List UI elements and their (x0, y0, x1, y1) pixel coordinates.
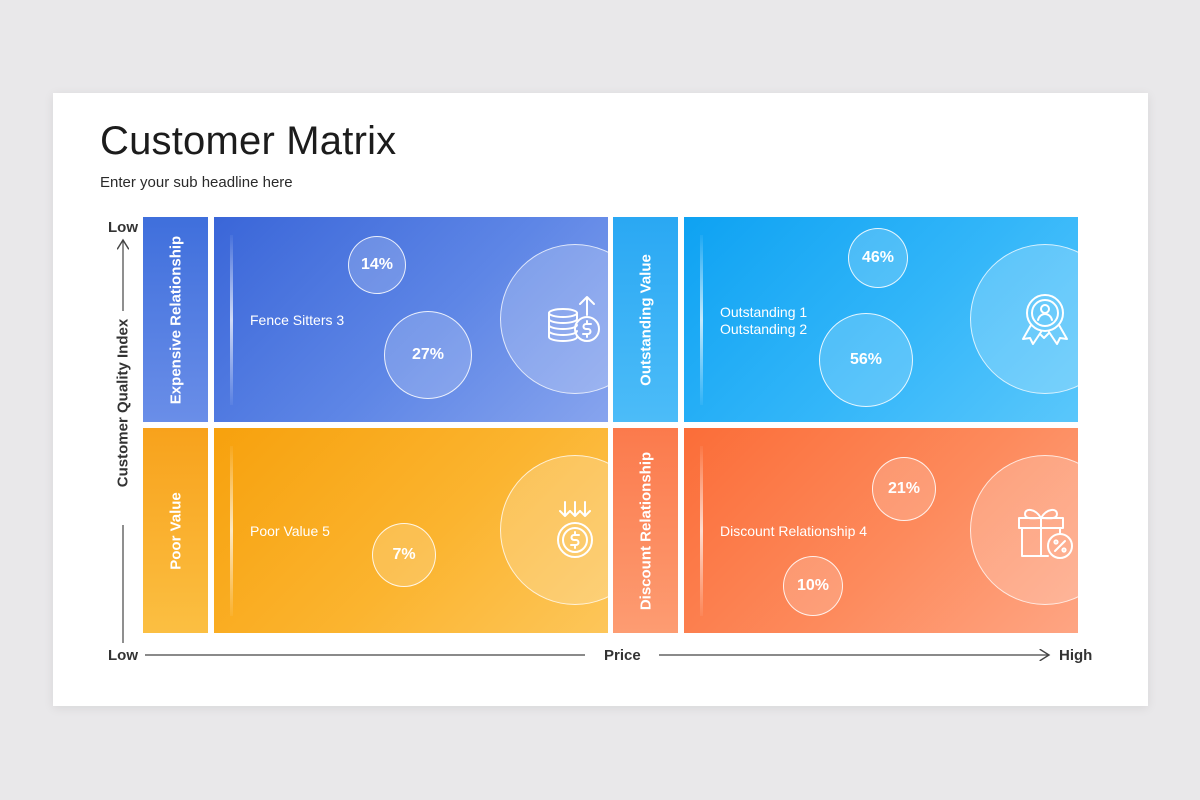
page-subtitle: Enter your sub headline here (100, 174, 293, 191)
quadrant-text: Outstanding 1 Outstanding 2 (720, 304, 807, 338)
x-axis-title: Price (604, 647, 641, 664)
accent-bar (230, 446, 233, 616)
quadrant-text: Discount Relationship 4 (720, 523, 868, 539)
percent-bubble: 21% (872, 457, 936, 521)
percent-bubble: 10% (783, 556, 843, 616)
quadrant-text: Fence Sitters 3 (250, 312, 345, 328)
quadrant-text: Poor Value 5 (250, 523, 330, 539)
accent-bar (230, 235, 233, 405)
slide: Customer Matrix Enter your sub headline … (53, 93, 1148, 706)
y-axis-low-label: Low (108, 219, 138, 236)
dollar-coin-arrows-down-icon (500, 455, 608, 605)
quadrant-top-left: Fence Sitters 3 14% 27% (214, 217, 608, 422)
side-label-outstanding-value: Outstanding Value (613, 217, 678, 422)
percent-bubble: 27% (384, 311, 472, 399)
gift-box-discount-icon (970, 455, 1078, 605)
percent-bubble: 14% (348, 236, 406, 294)
percent-bubble: 7% (372, 523, 436, 587)
quadrant-text-line: Outstanding 1 (720, 304, 808, 320)
award-badge-user-icon (970, 244, 1078, 394)
quadrant-bottom-left: Poor Value 5 7% (214, 428, 608, 633)
x-axis-high-label: High (1059, 647, 1093, 664)
side-label-poor-value: Poor Value (143, 428, 208, 633)
quadrant-text-line: Outstanding 2 (720, 321, 808, 337)
accent-bar (700, 446, 703, 616)
percent-bubble: 56% (819, 313, 913, 407)
x-axis-low-label: Low (108, 647, 138, 664)
page-title: Customer Matrix (100, 119, 397, 163)
side-label-expensive-relationship: Expensive Relationship (143, 217, 208, 422)
coins-dollar-arrow-up-icon (500, 244, 608, 394)
side-label-discount-relationship: Discount Relationship (613, 428, 678, 633)
quadrant-bottom-right: Discount Relationship 4 21% 10% (684, 428, 1078, 633)
percent-bubble: 46% (848, 228, 908, 288)
quadrant-top-right: Outstanding 1 Outstanding 2 46% 56% (684, 217, 1078, 422)
accent-bar (700, 235, 703, 405)
